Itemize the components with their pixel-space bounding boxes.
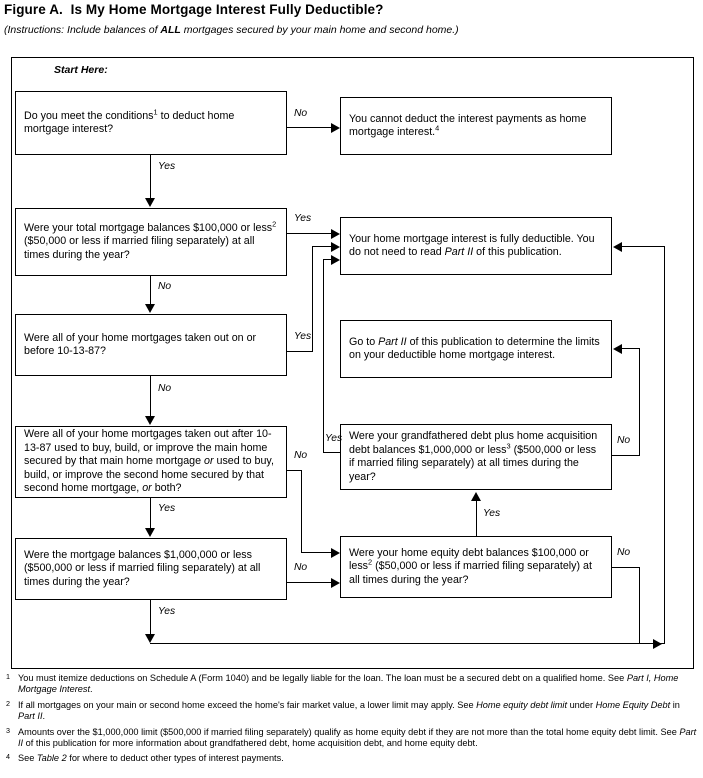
node-q5-text: Were your grandfathered debt plus home a… [349,430,598,483]
edge-q5-no-arrow [613,344,622,354]
footnote-3-marker: 3 [6,725,10,735]
edge-label-q1-yes: Yes [158,161,176,172]
instructions-emphasis: ALL [160,24,181,36]
node-cannot-deduct-box[interactable]: You cannot deduct the interest payments … [340,97,612,155]
edge-q1-no-arrow [331,123,340,133]
node-go-to-part-ii-box[interactable]: Go to Part II of this publication to det… [340,320,612,378]
edge-bottom-trunk-h [150,643,665,645]
node-q5-box[interactable]: Were your grandfathered debt plus home a… [340,424,612,490]
node-q7-box[interactable]: Were your home equity debt balances $100… [340,536,612,598]
footnote-1-marker: 1 [6,672,10,681]
edge-q2-no-arrow [145,304,155,313]
edge-q7-no-line-h1 [612,567,640,569]
edge-q4-no-arrow [331,548,340,558]
edge-q6-no-line-h2 [301,582,334,584]
edge-q5-no-line-v [639,348,641,456]
edge-q5-no-line-h1 [612,455,640,457]
figure-title-text: Is My Home Mortgage Interest Fully Deduc… [70,2,384,17]
edge-q6-yes-line-v [150,600,152,638]
edge-label-q4-no: No [294,450,308,461]
edge-q2-yes-line [287,233,334,235]
node-fully-deductible-box[interactable]: Your home mortgage interest is fully ded… [340,217,612,275]
edge-label-q3-no: No [158,383,172,394]
edge-label-q5-no: No [617,435,631,446]
edge-q6-no-line-h1 [287,582,302,584]
edge-q1-no-line [287,127,334,129]
node-q4-box[interactable]: Were all of your home mortgages taken ou… [15,426,287,498]
edge-q7-yes-line [476,500,478,537]
footnote-4-marker: 4 [6,752,10,762]
edge-label-q2-yes: Yes [294,213,312,224]
edge-label-q4-yes: Yes [158,503,176,514]
node-q3-box[interactable]: Were all of your home mortgages taken ou… [15,314,287,376]
node-fully-deductible-text: Your home mortgage interest is fully ded… [349,232,595,259]
edge-q4-yes-line [150,498,152,530]
edge-q5-yes-line-h1 [324,452,341,454]
instructions-pre: (Instructions: Include balances of [4,24,161,36]
edge-q5-no-line-h2 [620,348,640,350]
edge-q3-no-arrow [145,416,155,425]
edge-q3-no-line [150,376,152,418]
node-go-to-part-ii-text: Go to Part II of this publication to det… [349,335,600,362]
node-q7-text: Were your home equity debt balances $100… [349,546,592,586]
edge-return-trunk-top-h [622,246,665,248]
edge-q7-no-line-v [639,567,641,644]
node-q2-box[interactable]: Were your total mortgage balances $100,0… [15,208,287,276]
edge-q6-no-arrow [331,578,340,588]
edge-q1-yes-arrow [145,198,155,207]
edge-label-q7-no: No [617,547,631,558]
edge-q5-yes-line-h2 [323,259,334,261]
edge-return-trunk-v [664,246,666,644]
edge-label-q3-yes: Yes [294,331,312,342]
edge-q4-no-line-h1 [287,470,302,472]
edge-q5-yes-line-v [323,259,325,453]
node-q6-box[interactable]: Were the mortgage balances $1,000,000 or… [15,538,287,600]
node-q6-text: Were the mortgage balances $1,000,000 or… [24,548,261,588]
edge-q7-yes-arrow [471,492,481,501]
page-title: Figure A. Is My Home Mortgage Interest F… [4,2,694,17]
edge-label-q5-yes: Yes [325,433,343,444]
edge-label-q1-no: No [294,108,308,119]
edge-label-q7-yes: Yes [483,508,501,519]
edge-q3-yes-line-h1 [287,351,313,353]
edge-q6-yes-arrow-down [145,634,155,643]
node-q1-text: Do you meet the conditions1 to deduct ho… [24,106,235,135]
instructions-post: mortgages secured by your main home and … [180,24,459,36]
edge-q2-yes-arrow [331,229,340,239]
edge-q1-yes-line [150,155,152,200]
node-cannot-deduct-text: You cannot deduct the interest payments … [349,112,587,139]
edge-label-q2-no: No [158,281,172,292]
node-q3-text: Were all of your home mortgages taken ou… [24,331,257,358]
figure-label: Figure A. [4,2,63,17]
edge-q2-no-line [150,276,152,306]
edge-return-trunk-arrow [613,242,622,252]
start-here-label: Start Here: [54,64,108,76]
edge-bottom-trunk-arrow [653,639,662,649]
edge-q4-no-line-h2 [301,552,334,554]
edge-q3-yes-line-h2 [312,246,334,248]
figure-instructions: (Instructions: Include balances of ALL m… [4,24,694,36]
node-q4-text: Were all of your home mortgages taken ou… [24,428,274,495]
edge-q3-yes-line-v [312,246,314,352]
edge-q4-yes-arrow [145,528,155,537]
edge-label-q6-no: No [294,562,308,573]
node-q1-box[interactable]: Do you meet the conditions1 to deduct ho… [15,91,287,155]
flowchart-frame: Start Here: Do you meet the conditions1 … [11,57,694,669]
edge-q3-yes-arrow [331,242,340,252]
edge-q4-no-line-v [301,470,303,553]
edge-label-q6-yes: Yes [158,606,176,617]
node-q2-text: Were your total mortgage balances $100,0… [24,219,277,261]
edge-q5-yes-arrow [331,255,340,265]
footnote-2-marker: 2 [6,698,10,708]
